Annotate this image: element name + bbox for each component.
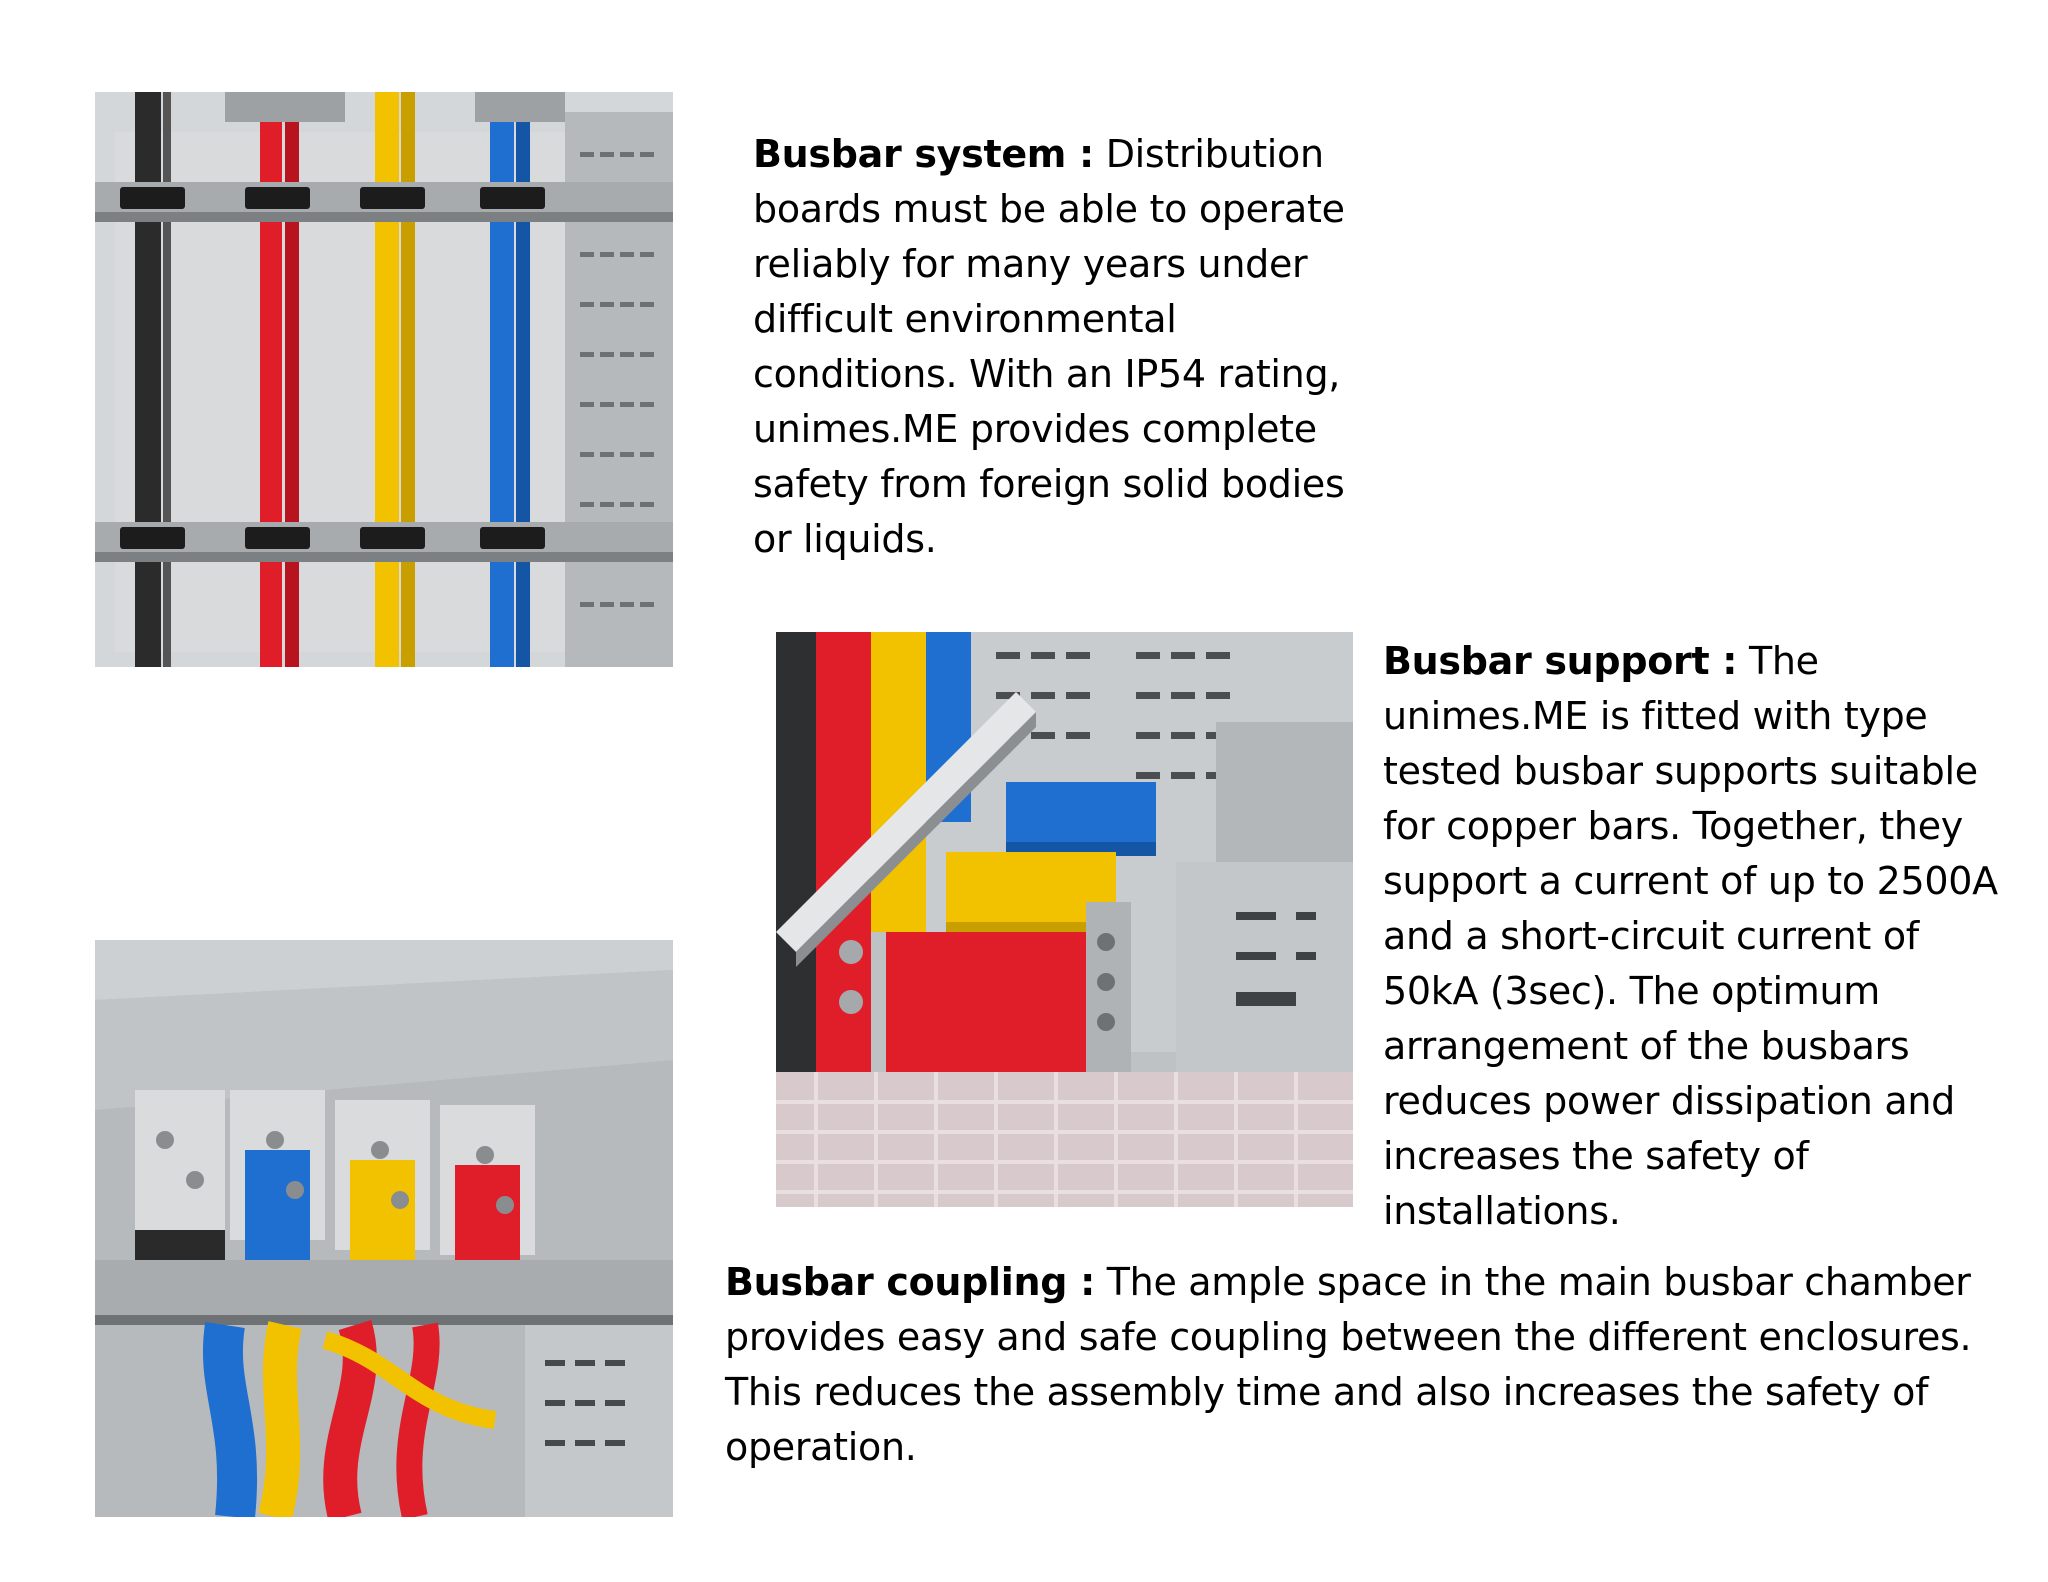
busbar-support-description: Busbar support : The unimes.ME is fitted…	[1383, 634, 2023, 1239]
busbar-system-illustration	[95, 92, 673, 667]
busbar-support-photo	[776, 632, 1353, 1207]
busbar-support-heading: Busbar support :	[1383, 639, 1738, 683]
busbar-coupling-illustration	[95, 940, 673, 1517]
busbar-system-heading: Busbar system :	[753, 132, 1094, 176]
busbar-coupling-body: The ample space in the main busbar chamb…	[725, 1260, 1972, 1469]
busbar-coupling-heading: Busbar coupling :	[725, 1260, 1095, 1304]
busbar-support-body: The unimes.ME is fitted with type tested…	[1383, 639, 1998, 1233]
busbar-support-illustration	[776, 632, 1353, 1207]
busbar-system-photo	[95, 92, 673, 667]
busbar-system-body: Distribution boards must be able to oper…	[753, 132, 1345, 561]
busbar-coupling-photo	[95, 940, 673, 1517]
busbar-system-description: Busbar system : Distribution boards must…	[753, 127, 1353, 567]
busbar-coupling-description: Busbar coupling : The ample space in the…	[725, 1255, 2025, 1475]
